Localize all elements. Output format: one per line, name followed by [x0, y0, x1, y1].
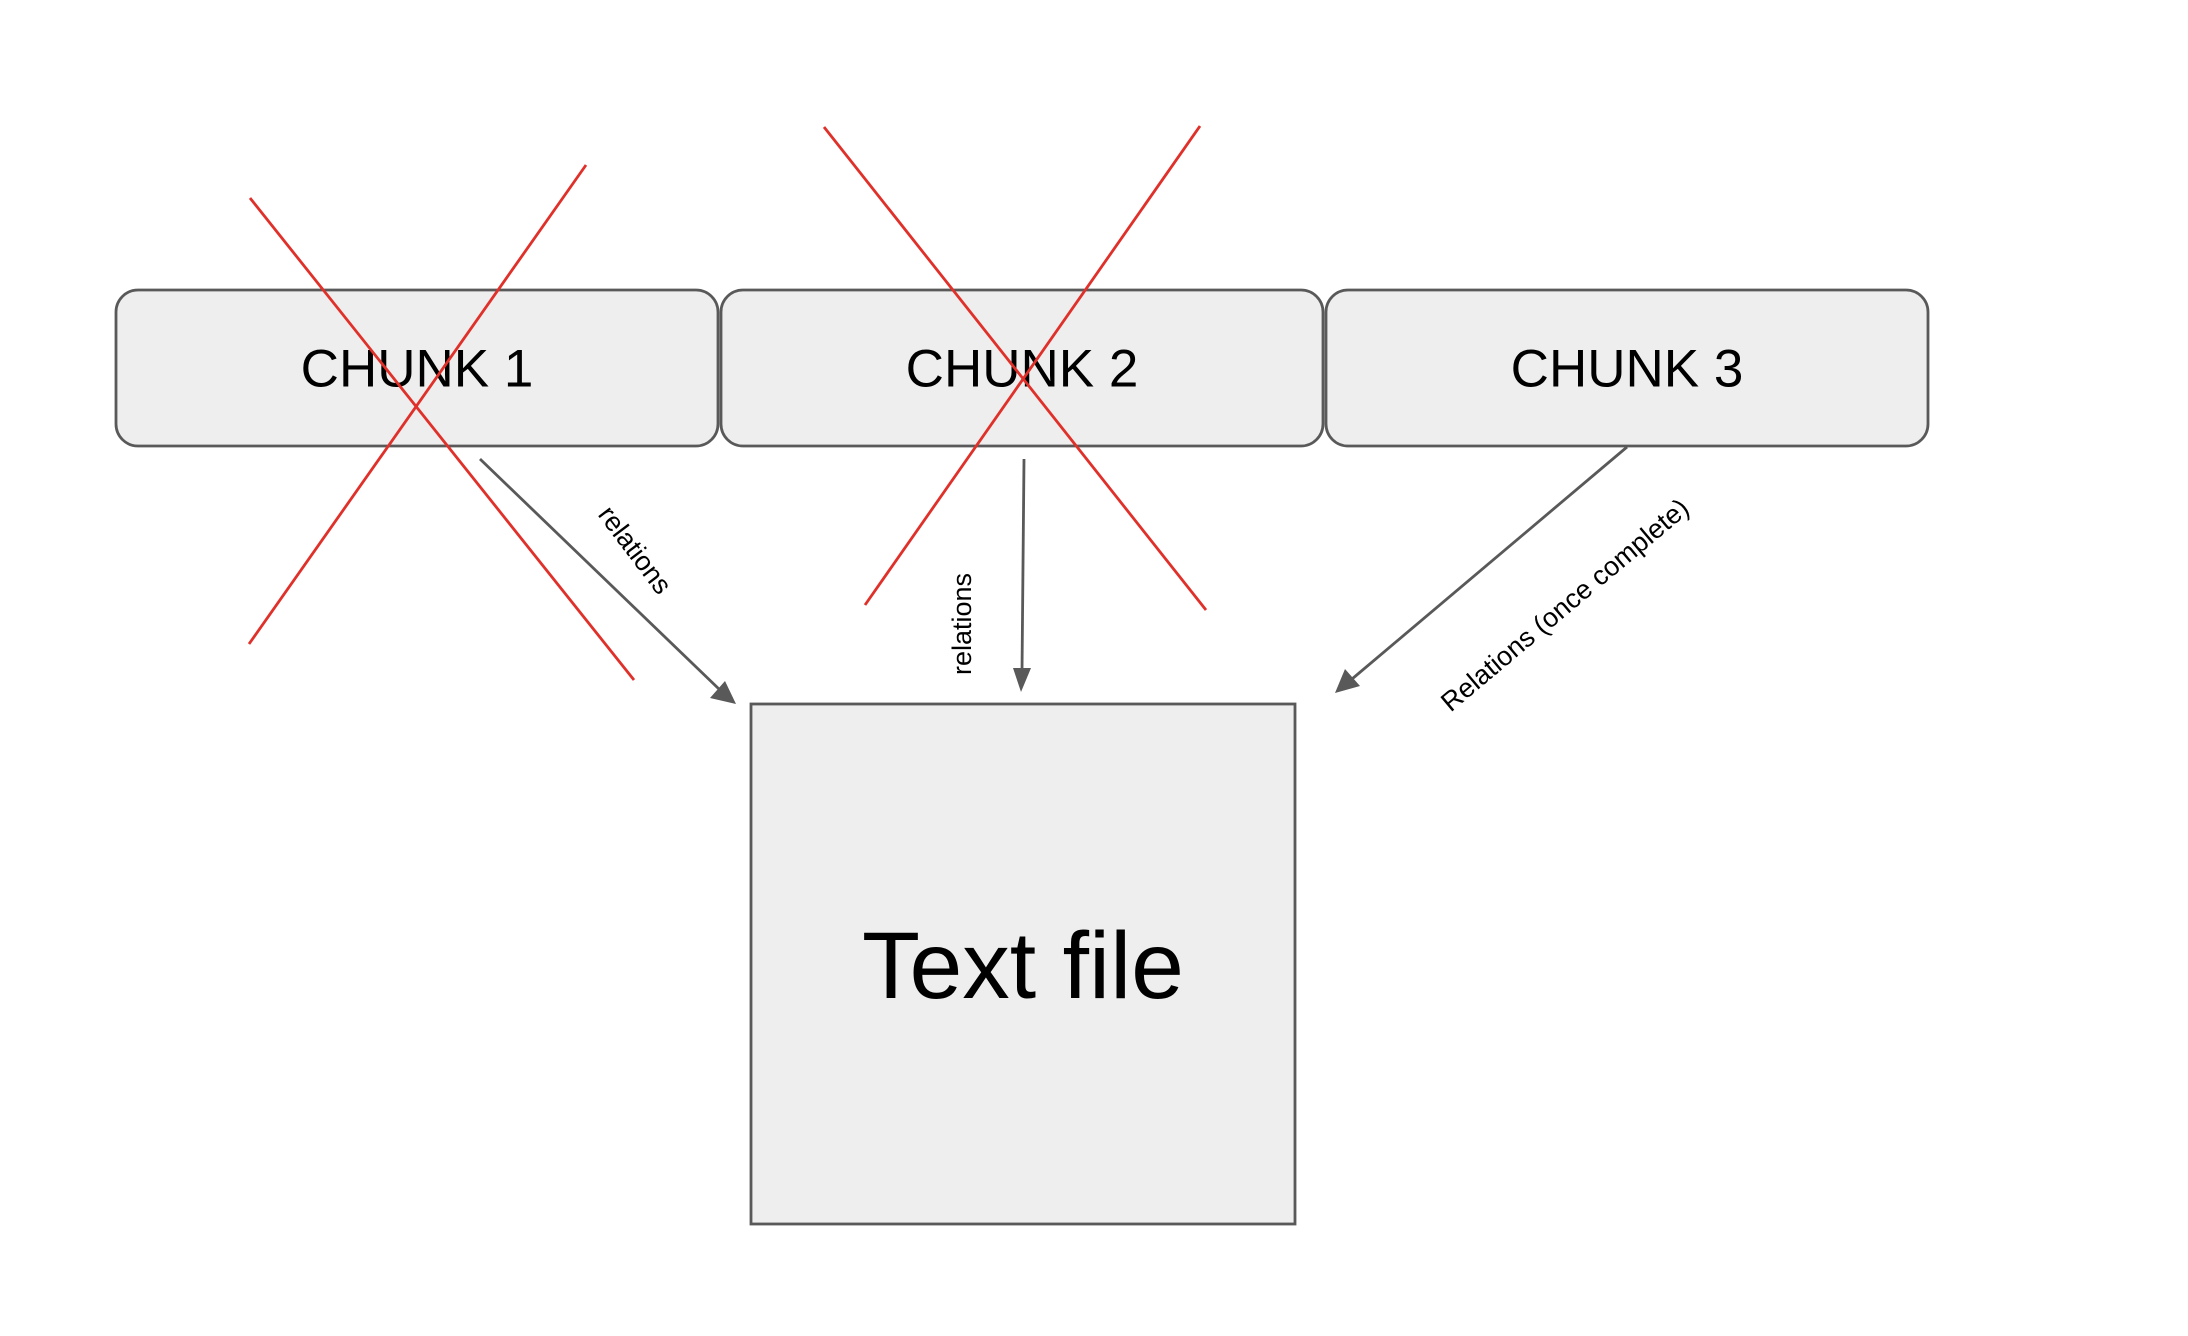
text-file-box [749, 702, 1297, 1226]
edge-chunk-1-line [479, 457, 721, 692]
chunk-2-strike-line-a [822, 126, 1208, 611]
edge-chunk-1-label: relations [592, 500, 677, 600]
chunk-1-box [114, 288, 720, 448]
text-file-node: Text file [749, 702, 1297, 1226]
chunk-1-strike-line-b [247, 164, 588, 645]
chunk-3-label: CHUNK 3 [1511, 340, 1744, 399]
chunk-3-node: CHUNK 3 [1324, 288, 1930, 448]
edge-chunk-2-label: relations [947, 573, 977, 675]
text-file-label: Text file [862, 913, 1184, 1019]
chunk-1-node: CHUNK 1 [114, 288, 720, 448]
edge-chunk-2: relations [947, 458, 1031, 692]
chunk-3-box [1324, 288, 1930, 448]
edge-chunk-2-arrowhead [1013, 668, 1031, 692]
chunk-2-label: CHUNK 2 [906, 340, 1139, 399]
chunk-1-strike-mark [247, 164, 636, 681]
edge-chunk-1: relations [479, 457, 736, 704]
chunk-2-strike-mark [822, 125, 1208, 611]
edge-chunk-3-arrowhead [1335, 669, 1360, 693]
chunk-2-strike-line-b [863, 125, 1202, 606]
chunk-2-box [719, 288, 1325, 448]
edge-chunk-3: Relations (once complete) [1335, 445, 1695, 718]
chunk-1-strike-line-a [248, 197, 636, 681]
edge-chunk-3-label: Relations (once complete) [1435, 493, 1695, 718]
edge-chunk-1-arrowhead [710, 681, 736, 704]
edge-chunk-3-line [1351, 445, 1628, 681]
edge-chunk-2-line [1020, 458, 1026, 673]
chunk-2-node: CHUNK 2 [719, 288, 1325, 448]
chunk-1-label: CHUNK 1 [301, 340, 534, 399]
